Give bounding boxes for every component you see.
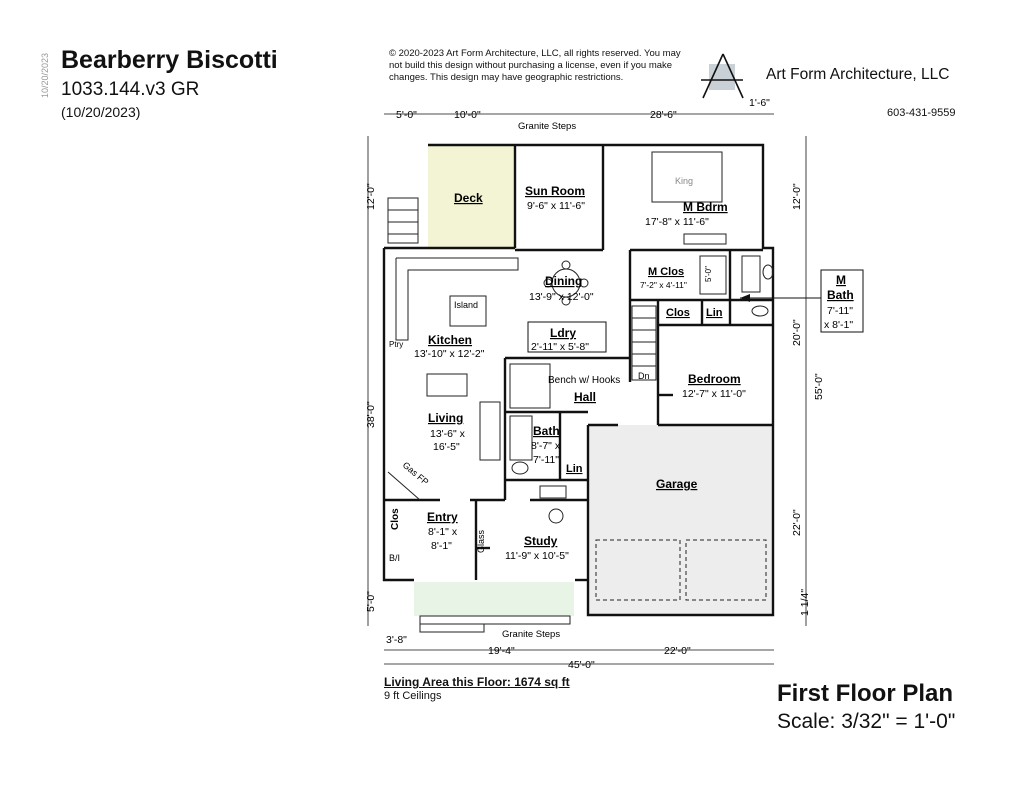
bench-label: Bench w/ Hooks <box>548 375 620 386</box>
dim-top-5: 5'-0" <box>396 109 417 121</box>
kitchen-dim: 13'-10" x 12'-2" <box>414 348 485 360</box>
deck-fill <box>428 145 515 247</box>
m-bath-arrowhead <box>740 294 750 302</box>
sun-room-label: Sun Room <box>525 184 585 198</box>
lin-label: Lin <box>706 307 723 319</box>
living-label: Living <box>428 411 463 425</box>
stair-dn-label: Dn <box>638 371 650 381</box>
dining-dim: 13'-9" x 12'-0" <box>529 291 594 303</box>
hall-label: Hall <box>574 390 596 404</box>
ldry-dim: 2'-11" x 5'-8" <box>531 341 589 353</box>
m-bath-callout-box <box>820 269 864 333</box>
study-dim: 11'-9" x 10'-5" <box>505 550 569 562</box>
entry-clos-label: Clos <box>390 508 401 530</box>
dim-top-10: 10'-0" <box>454 109 481 121</box>
king-bed-label: King <box>675 176 693 186</box>
plan-code: 1033.144.v3 GR <box>61 79 200 100</box>
entry-dim-1: 8'-1" x <box>428 526 458 538</box>
company-phone: 603-431-9559 <box>887 107 956 119</box>
bedroom-dim: 12'-7" x 11'-0" <box>682 388 746 400</box>
bath-dim-1: 8'-7" x <box>531 440 561 452</box>
dim-left-5: 5'-0" <box>365 591 377 612</box>
pantry-label: Ptry <box>389 340 403 349</box>
glass-label: Glass <box>476 529 486 553</box>
m-bdrm-label: M Bdrm <box>683 200 728 214</box>
dim-right-12: 12'-0" <box>791 183 803 210</box>
garage-fill <box>588 425 773 615</box>
ldry-box <box>527 321 607 353</box>
bath-label: Bath <box>533 424 560 438</box>
deck-label: Deck <box>454 191 483 205</box>
lin2-label: Lin <box>566 463 583 475</box>
floor-plan-title: First Floor Plan <box>777 680 954 707</box>
ceilings-note: 9 ft Ceilings <box>384 690 442 702</box>
floor-plan-scale: Scale: 3/32" = 1'-0" <box>777 710 956 733</box>
gas-fp-label: Gas FP <box>401 460 431 487</box>
granite-steps-top: Granite Steps <box>518 121 576 132</box>
dim-top-1-6: 1'-6" <box>749 97 770 109</box>
dim-right-55: 55'-0" <box>813 373 825 400</box>
dim-right-20: 20'-0" <box>791 319 803 346</box>
m-clos-label: M Clos <box>648 266 684 278</box>
dim-top-28-6: 28'-6" <box>650 109 677 121</box>
sun-room-dim: 9'-6" x 11'-6" <box>527 200 585 212</box>
entry-dim-2: 8'-1" <box>431 540 452 552</box>
m-bath-dim-1: 7'-11" <box>827 305 853 317</box>
m-clos-dim: 7'-2" x 4'-11" <box>640 280 687 290</box>
fixtures <box>387 151 774 633</box>
m-bath-label: M <box>836 273 846 287</box>
entry-label: Entry <box>427 510 458 524</box>
study-label: Study <box>524 534 558 548</box>
living-dim-1: 13'-6" x <box>430 428 466 440</box>
copyright-notice: © 2020-2023 Art Form Architecture, LLC, … <box>389 48 681 83</box>
dimension-lines <box>367 113 807 665</box>
dim-left-12: 12'-0" <box>365 183 377 210</box>
bath-dim-2: 7'-11" <box>533 454 559 466</box>
m-bath-dim-2: x 8'-1" <box>824 319 853 331</box>
dim-bottom-3-8: 3'-8" <box>386 634 407 646</box>
dim-right-22: 22'-0" <box>791 509 803 536</box>
plan-date: (10/20/2023) <box>61 104 141 120</box>
company-name: Art Form Architecture, LLC <box>766 66 950 83</box>
dim-left-38: 38'-0" <box>365 401 377 428</box>
dim-bottom-19-4: 19'-4" <box>488 645 515 657</box>
garage-label: Garage <box>656 477 698 491</box>
dim-right-1-1-4: 1 1/4" <box>799 589 811 616</box>
dining-label: Dining <box>545 274 582 288</box>
m-bath-label-2: Bath <box>827 288 854 302</box>
granite-steps-bottom: Granite Steps <box>502 629 560 640</box>
af-logo-icon <box>701 53 744 99</box>
bedroom-label: Bedroom <box>688 372 741 386</box>
living-area: Living Area this Floor: 1674 sq ft <box>384 675 570 689</box>
dim-bottom-22: 22'-0" <box>664 645 691 657</box>
m-bdrm-dim: 17'-8" x 11'-6" <box>645 216 709 228</box>
ldry-label: Ldry <box>550 326 576 340</box>
island-label: Island <box>454 300 478 310</box>
builtin-label: B/I <box>389 553 400 563</box>
kitchen-label: Kitchen <box>428 333 472 347</box>
shower-dim: 5'-0" <box>704 266 713 282</box>
dim-bottom-45: 45'-0" <box>568 659 595 671</box>
plan-title: Bearberry Biscotti <box>61 46 278 74</box>
porch-fill <box>414 582 574 616</box>
clos-label: Clos <box>666 307 690 319</box>
living-dim-2: 16'-5" <box>433 441 460 453</box>
